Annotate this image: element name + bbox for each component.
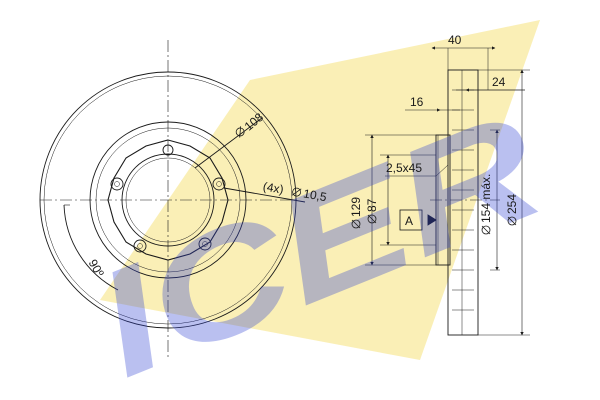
offset-label: 16 xyxy=(410,95,424,109)
diameter-icon xyxy=(351,219,361,229)
dim-hub-inner: 87 xyxy=(365,198,379,224)
logo-accent-shape xyxy=(100,20,540,360)
diameter-icon xyxy=(292,187,302,197)
dim-bolt-holes: (4x) 10,5 xyxy=(262,179,328,204)
diameter-icon xyxy=(507,216,517,226)
width-total-label: 40 xyxy=(448,33,462,47)
width-inner-label: 24 xyxy=(492,75,506,89)
diameter-icon xyxy=(481,225,491,235)
bolt-holes-count: (4x) xyxy=(262,179,285,196)
max-dia-value: 154 máx. xyxy=(479,174,493,223)
side-section-view xyxy=(365,46,530,336)
disc-dia-value: 254 xyxy=(505,194,519,214)
dim-hub-outer: 129 xyxy=(349,197,363,229)
dim-max-dia: 154 máx. xyxy=(479,174,493,235)
diameter-icon xyxy=(235,127,245,137)
section-marker-label: A xyxy=(405,214,413,228)
hole-diameter-value: 10,5 xyxy=(302,186,328,204)
chamfer-label: 2,5x45 xyxy=(386,161,422,175)
hub-outer-value: 129 xyxy=(349,197,363,217)
front-view xyxy=(39,40,306,360)
dim-disc-dia: 254 xyxy=(505,194,519,226)
diameter-icon xyxy=(367,214,377,224)
hub-inner-value: 87 xyxy=(365,198,379,212)
